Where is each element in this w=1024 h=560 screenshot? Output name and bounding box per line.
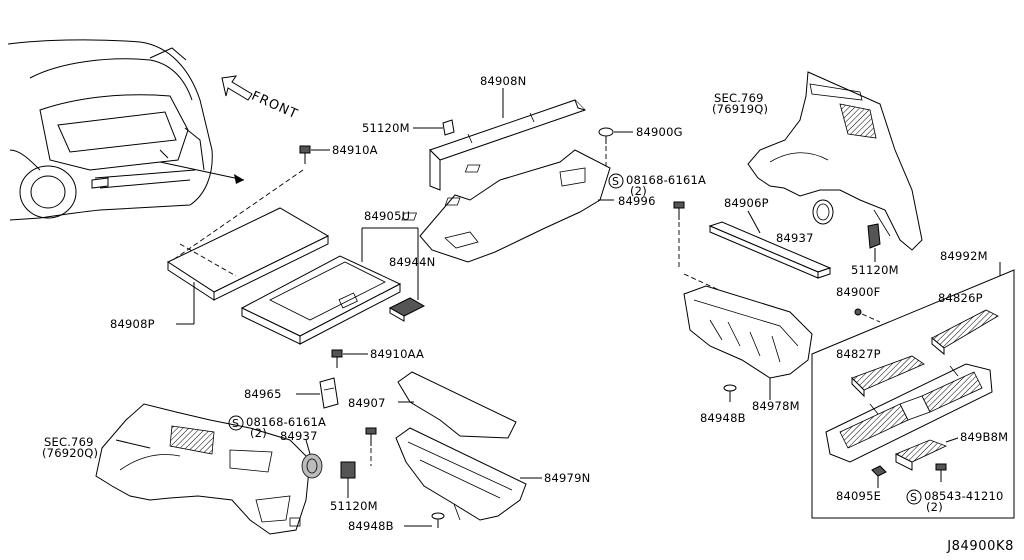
part-84910AA [331,349,368,368]
label-51120M-top: 51120M [362,121,410,135]
s-symbol-bottom-left [228,415,244,431]
part-84996 [401,149,614,263]
label-84908P: 84908P [110,317,155,331]
part-84900G [598,127,633,168]
label-84095E: 84095E [836,489,882,503]
label-84907: 84907 [348,396,386,410]
label-bolt-bottom-line2: (2) [250,426,267,440]
label-screw-line2: (2) [926,500,943,514]
part-84907 [397,371,517,439]
part-84944N [388,297,426,322]
step-sill-assembly [825,363,993,463]
front-arrow [221,75,253,101]
part-51120M-left [340,461,356,498]
label-51120M-right: 51120M [851,263,899,277]
label-84965: 84965 [244,387,282,401]
part-84900F [854,308,881,323]
label-84948B-bottom: 84948B [348,519,394,533]
part-849B8M [895,437,959,471]
label-84900F: 84900F [836,285,881,299]
part-84908P [166,207,330,325]
s-symbol-glyph-top: S [612,175,620,188]
label-screw-line1: 08543-41210 [924,489,1004,503]
s-symbol-bottom-right [906,489,922,505]
part-84827P [851,355,925,398]
s-symbol-top [608,173,624,189]
label-849B8M: 849B8M [960,430,1009,444]
part-84937-left [301,439,323,479]
label-84937-right: 84937 [776,231,814,245]
part-84948B-bottom [404,512,445,528]
label-84826P: 84826P [938,291,983,305]
part-84978M [683,285,813,400]
label-84948B-right: 84948B [700,411,746,425]
bolt-08168-6161A-bottom [365,427,377,466]
label-sec769-right-line2: (76919Q) [712,102,769,116]
part-84948B-right [723,384,737,402]
part-84826P [931,309,999,356]
label-51120M-left: 51120M [330,499,378,513]
label-84978M: 84978M [752,399,800,413]
label-bolt-top-line2: (2) [630,184,647,198]
label-bolt-top-line1: 08168-6161A [626,173,707,187]
label-84992M: 84992M [940,249,988,263]
label-sec769-right-line1: SEC.769 [714,91,764,105]
label-84900G: 84900G [636,125,683,139]
label-84827P: 84827P [836,347,881,361]
part-84095E [871,465,887,488]
label-bolt-bottom-line1: 08168-6161A [246,415,327,429]
part-51120M-top [413,119,455,136]
screw-08543-41210 [935,463,947,482]
part-84937-right [812,199,834,225]
part-84905U [240,227,419,345]
label-sec769-left-line2: (76920Q) [42,446,99,460]
part-84910A [169,145,330,263]
label-84910AA: 84910AA [370,347,425,361]
part-84979N [395,427,542,521]
label-84910A: 84910A [332,143,378,157]
bolt-08168-6161A-top [673,201,733,297]
part-84908N [429,88,586,191]
diagram-code: J84900K8 [947,539,1014,554]
part-84906P [708,210,832,279]
part-51120M-right [867,223,881,262]
sec769-left-trim [95,403,311,535]
sec769-right-trim [747,71,923,251]
label-84944N: 84944N [389,255,436,269]
label-sec769-left-line1: SEC.769 [44,435,94,449]
label-84996: 84996 [618,194,656,208]
label-84908N: 84908N [480,74,527,88]
label-84979N: 84979N [544,471,591,485]
part-84965 [296,377,339,409]
vehicle-rear-illustration [7,39,245,221]
group-84992M-box [811,262,1015,519]
label-84937-left: 84937 [280,429,318,443]
label-84905U: 84905U [364,209,411,223]
s-symbol-glyph-bottom-right: S [910,491,918,504]
s-symbol-glyph-bottom-left: S [232,417,240,430]
label-84906P: 84906P [724,196,769,210]
